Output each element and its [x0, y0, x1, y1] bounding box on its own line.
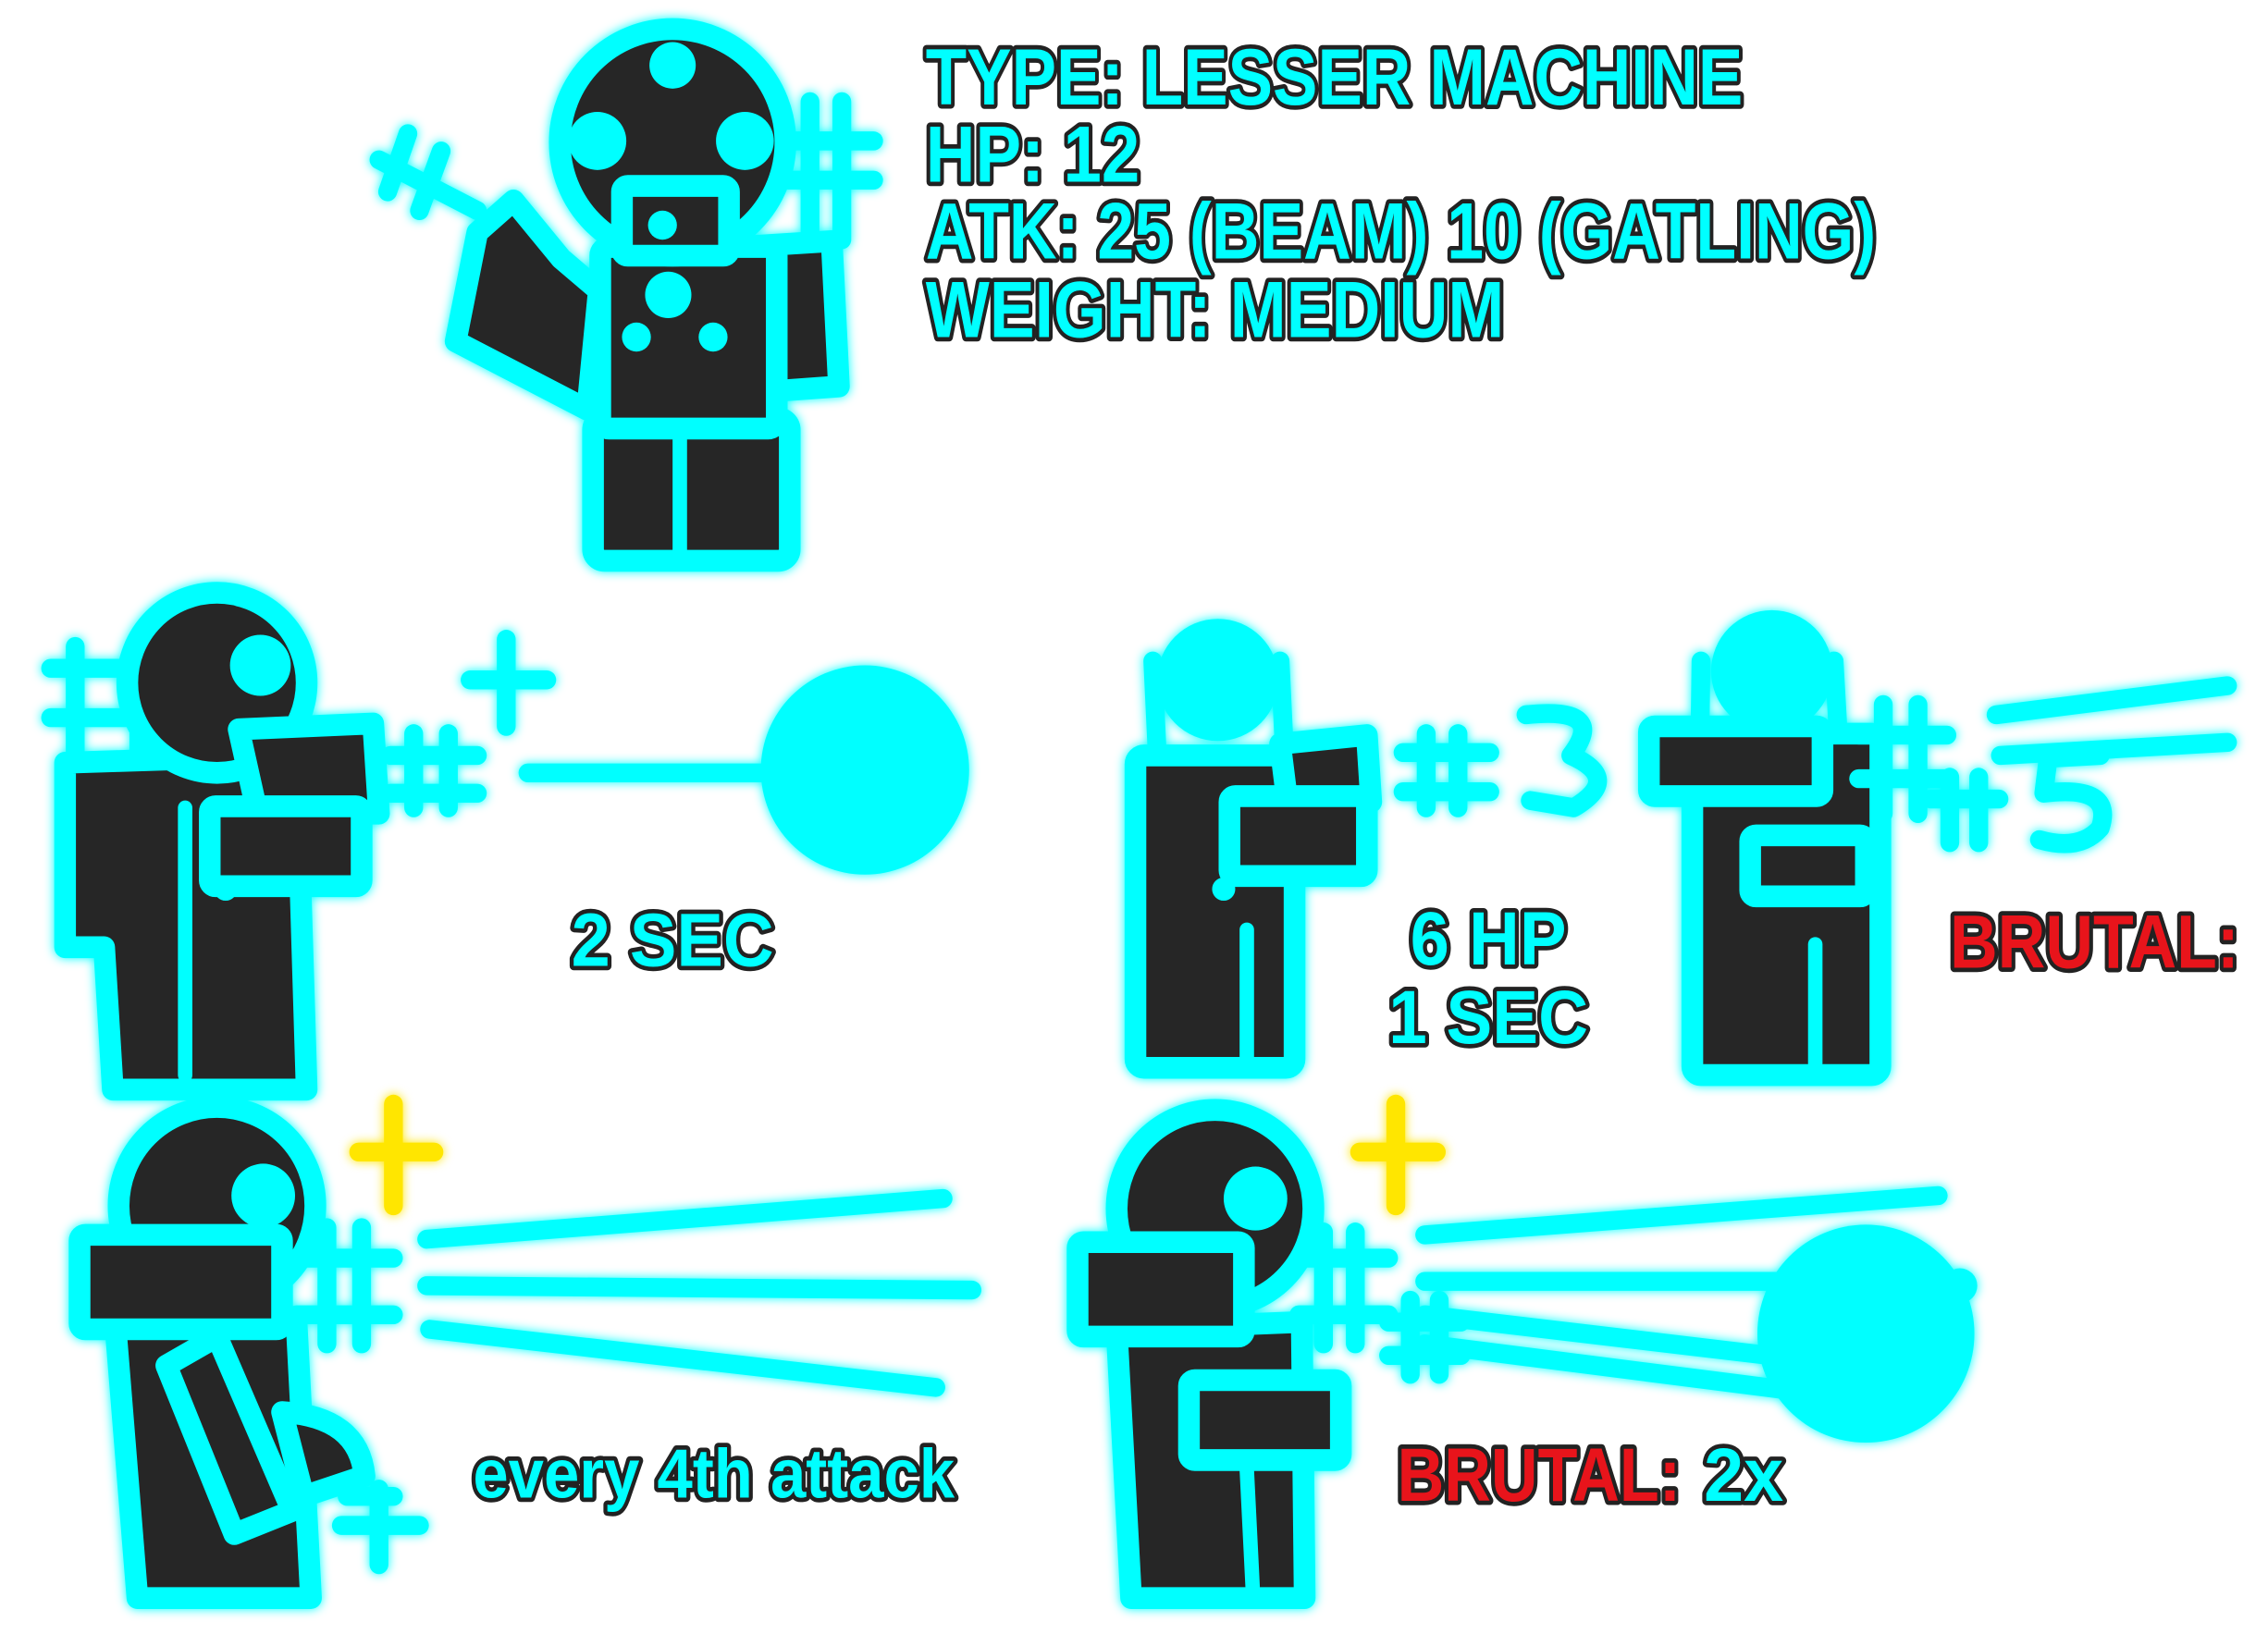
robot-head-antenna [649, 42, 696, 89]
robot-legs [582, 407, 801, 572]
beam-orb-spark [1942, 1268, 1978, 1304]
gatling-caption: every 4th attack [473, 1435, 955, 1513]
robot-brutal-charge [1637, 609, 2237, 1087]
gun-hash-icon [287, 1218, 403, 1354]
robot-lower-arm [271, 1401, 376, 1507]
robot-raised-arm-left [1143, 651, 1167, 763]
gun-hash-icon [1289, 1222, 1399, 1354]
robot-eye [229, 634, 291, 696]
gatling-trail-third [1415, 1305, 1804, 1369]
beam-orb [760, 665, 969, 875]
gun-hash-icon [381, 724, 487, 817]
robot-visor-arm [68, 1223, 293, 1341]
robot-core-light-left [622, 322, 651, 352]
robot-forearm [1177, 1369, 1352, 1471]
robot-visor-arm [1066, 1231, 1255, 1348]
robot-upper-arm [228, 712, 390, 825]
robot-forearm [1739, 824, 1877, 908]
stat-atk: ATK: 25 (BEAM) 10 (GATLING) [926, 187, 1876, 276]
beam-line-upper [1986, 676, 2237, 725]
stat-type: TYPE: LESSER MACHINE [926, 33, 1744, 122]
robot-core-light-right [698, 322, 728, 352]
robot-charge-attack [1124, 619, 1608, 1079]
charge-plus-icon [461, 630, 557, 736]
beam-line-lower [1991, 732, 2237, 766]
robot-body-divider [1239, 1463, 1261, 1594]
robot-beam-attack [41, 582, 969, 1101]
robot-joint-light [214, 877, 238, 902]
robot-core-light [645, 271, 692, 319]
gatling-trail-top [417, 1188, 953, 1249]
lower-plus-icon [331, 1480, 429, 1575]
spark-plus-icon [349, 1094, 444, 1216]
gatling-trail-fourth [1415, 1334, 1811, 1402]
robot-head [1710, 609, 1833, 732]
beam-caption: 2 SEC [572, 899, 774, 983]
gatling-trail-top [1415, 1185, 1948, 1245]
robot-portrait [369, 18, 883, 572]
stat-hp: HP: 12 [926, 110, 1140, 199]
robot-eye-left [568, 111, 627, 170]
gatling-trail-middle [417, 1276, 982, 1300]
right-gun-hash-icon [779, 92, 883, 250]
robot-gatling-attack [68, 1094, 982, 1609]
gatling-trail-bottom [420, 1320, 945, 1397]
gun-hash-icon-secondary [1921, 768, 2009, 853]
robot-head [1157, 619, 1279, 742]
robot-eye [1223, 1166, 1288, 1231]
robot-diagonal-arm [155, 1325, 303, 1545]
gun-hash-icon [1849, 694, 1957, 823]
charge-time-caption: 1 SEC [1388, 976, 1588, 1060]
brutal-gatling-multiplier: 2x [1704, 1433, 1783, 1517]
countdown-five-icon [2029, 745, 2113, 854]
robot-joint-light [1212, 877, 1236, 902]
brutal-label: BRUTAL: [1950, 900, 2239, 984]
robot-brutal-gatling [1066, 1094, 1978, 1609]
brutal-gatling-label: BRUTAL: [1398, 1433, 1682, 1517]
left-gun-hash-icon [369, 124, 487, 221]
stat-weight: WEIGHT: MEDIUM [926, 265, 1505, 354]
spark-plus-icon [1350, 1094, 1446, 1216]
robot-forearm [1218, 785, 1378, 888]
robot-crossed-arms [1637, 715, 1834, 807]
countdown-three-icon [1516, 704, 1608, 817]
robot-eye [231, 1163, 296, 1228]
robot-mouth-light [647, 210, 677, 240]
stats-block: TYPE: LESSER MACHINE HP: 12 ATK: 25 (BEA… [921, 29, 1880, 359]
beam-orb [1756, 1224, 1975, 1443]
robot-forearm [199, 795, 373, 898]
charge-hp-caption: 6 HP [1411, 897, 1567, 981]
robot-left-arm [444, 190, 610, 421]
robot-eye-right [716, 111, 774, 170]
gun-hash-icon [1393, 724, 1499, 817]
